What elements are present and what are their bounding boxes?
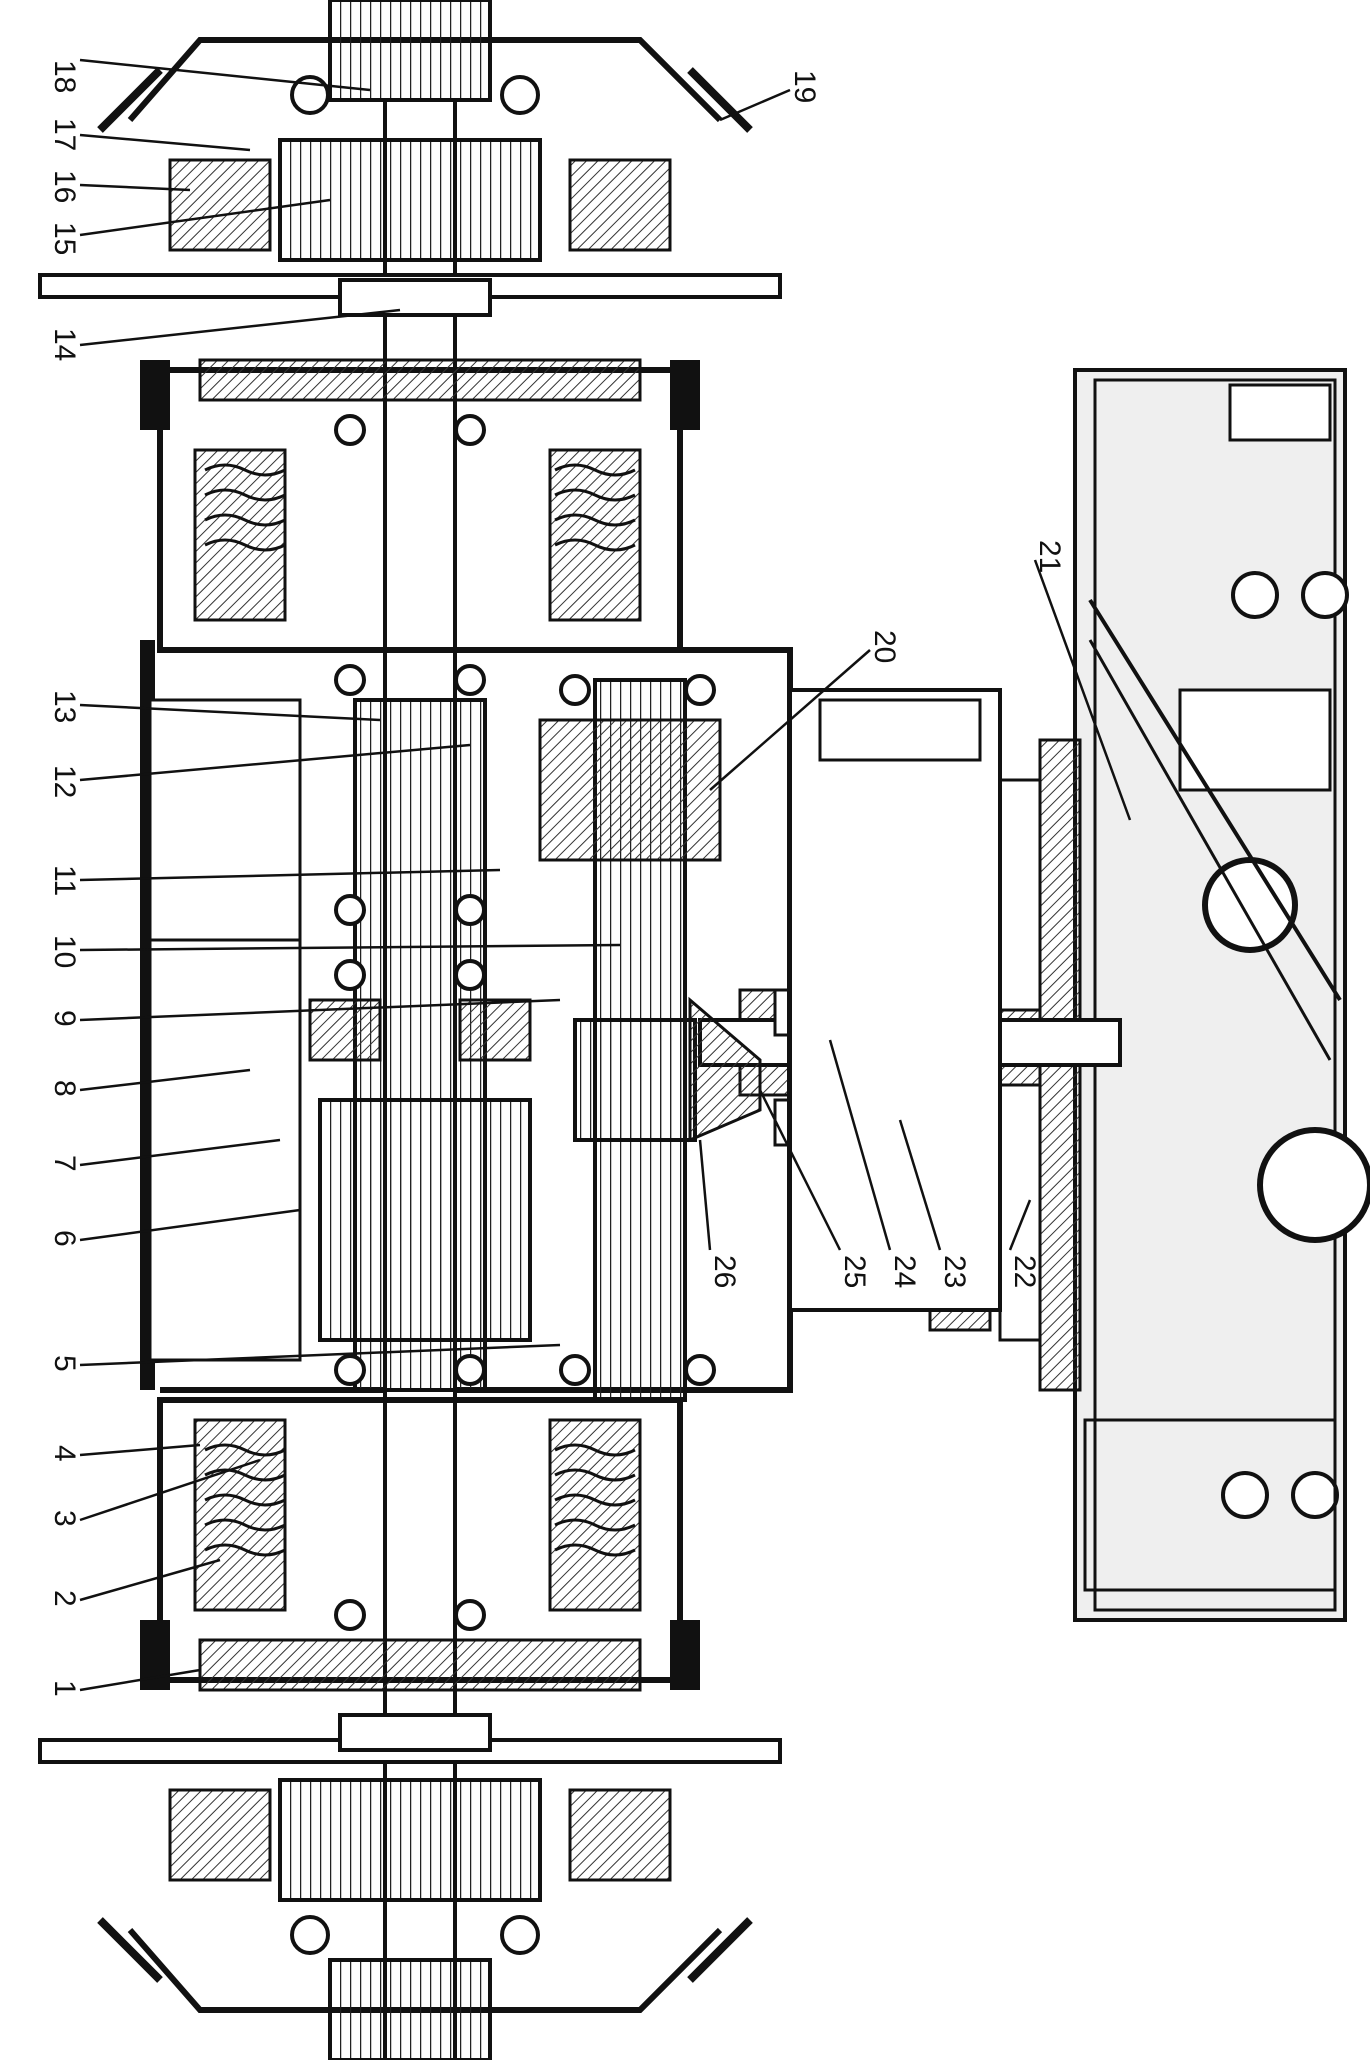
label-10: 10	[48, 935, 81, 968]
label-11: 11	[48, 865, 81, 896]
secondary-shaft	[538, 678, 762, 1402]
label-4: 4	[48, 1445, 81, 1462]
label-25: 25	[838, 1255, 871, 1288]
label-12: 12	[48, 765, 81, 798]
label-22: 22	[1008, 1255, 1041, 1288]
bearings	[290, 75, 716, 1955]
label-5: 5	[48, 1355, 81, 1372]
label-23: 23	[938, 1255, 971, 1288]
label-26: 26	[708, 1255, 741, 1288]
part-labels: 18 17 16 15 14 13 12 11 10 9 8 7 6 5 4 3…	[48, 60, 1066, 1697]
lower-final-drive	[38, 1713, 782, 2060]
label-21: 21	[1033, 540, 1066, 573]
label-20: 20	[868, 630, 901, 663]
label-2: 2	[48, 1590, 81, 1607]
label-16: 16	[48, 170, 81, 203]
label-13: 13	[48, 690, 81, 723]
leader-lines	[79, 58, 1132, 1692]
label-14: 14	[48, 328, 81, 361]
label-18: 18	[48, 60, 81, 93]
engine-block	[1073, 368, 1370, 1622]
label-3: 3	[48, 1510, 81, 1527]
label-8: 8	[48, 1080, 81, 1097]
label-6: 6	[48, 1230, 81, 1247]
label-9: 9	[48, 1010, 81, 1027]
upper-final-drive	[38, 0, 782, 317]
label-1: 1	[48, 1680, 81, 1697]
label-15: 15	[48, 222, 81, 255]
label-19: 19	[788, 70, 821, 103]
label-17: 17	[48, 118, 81, 151]
label-24: 24	[888, 1255, 921, 1288]
upper-turn-clutch	[140, 358, 700, 653]
label-7: 7	[48, 1155, 81, 1172]
